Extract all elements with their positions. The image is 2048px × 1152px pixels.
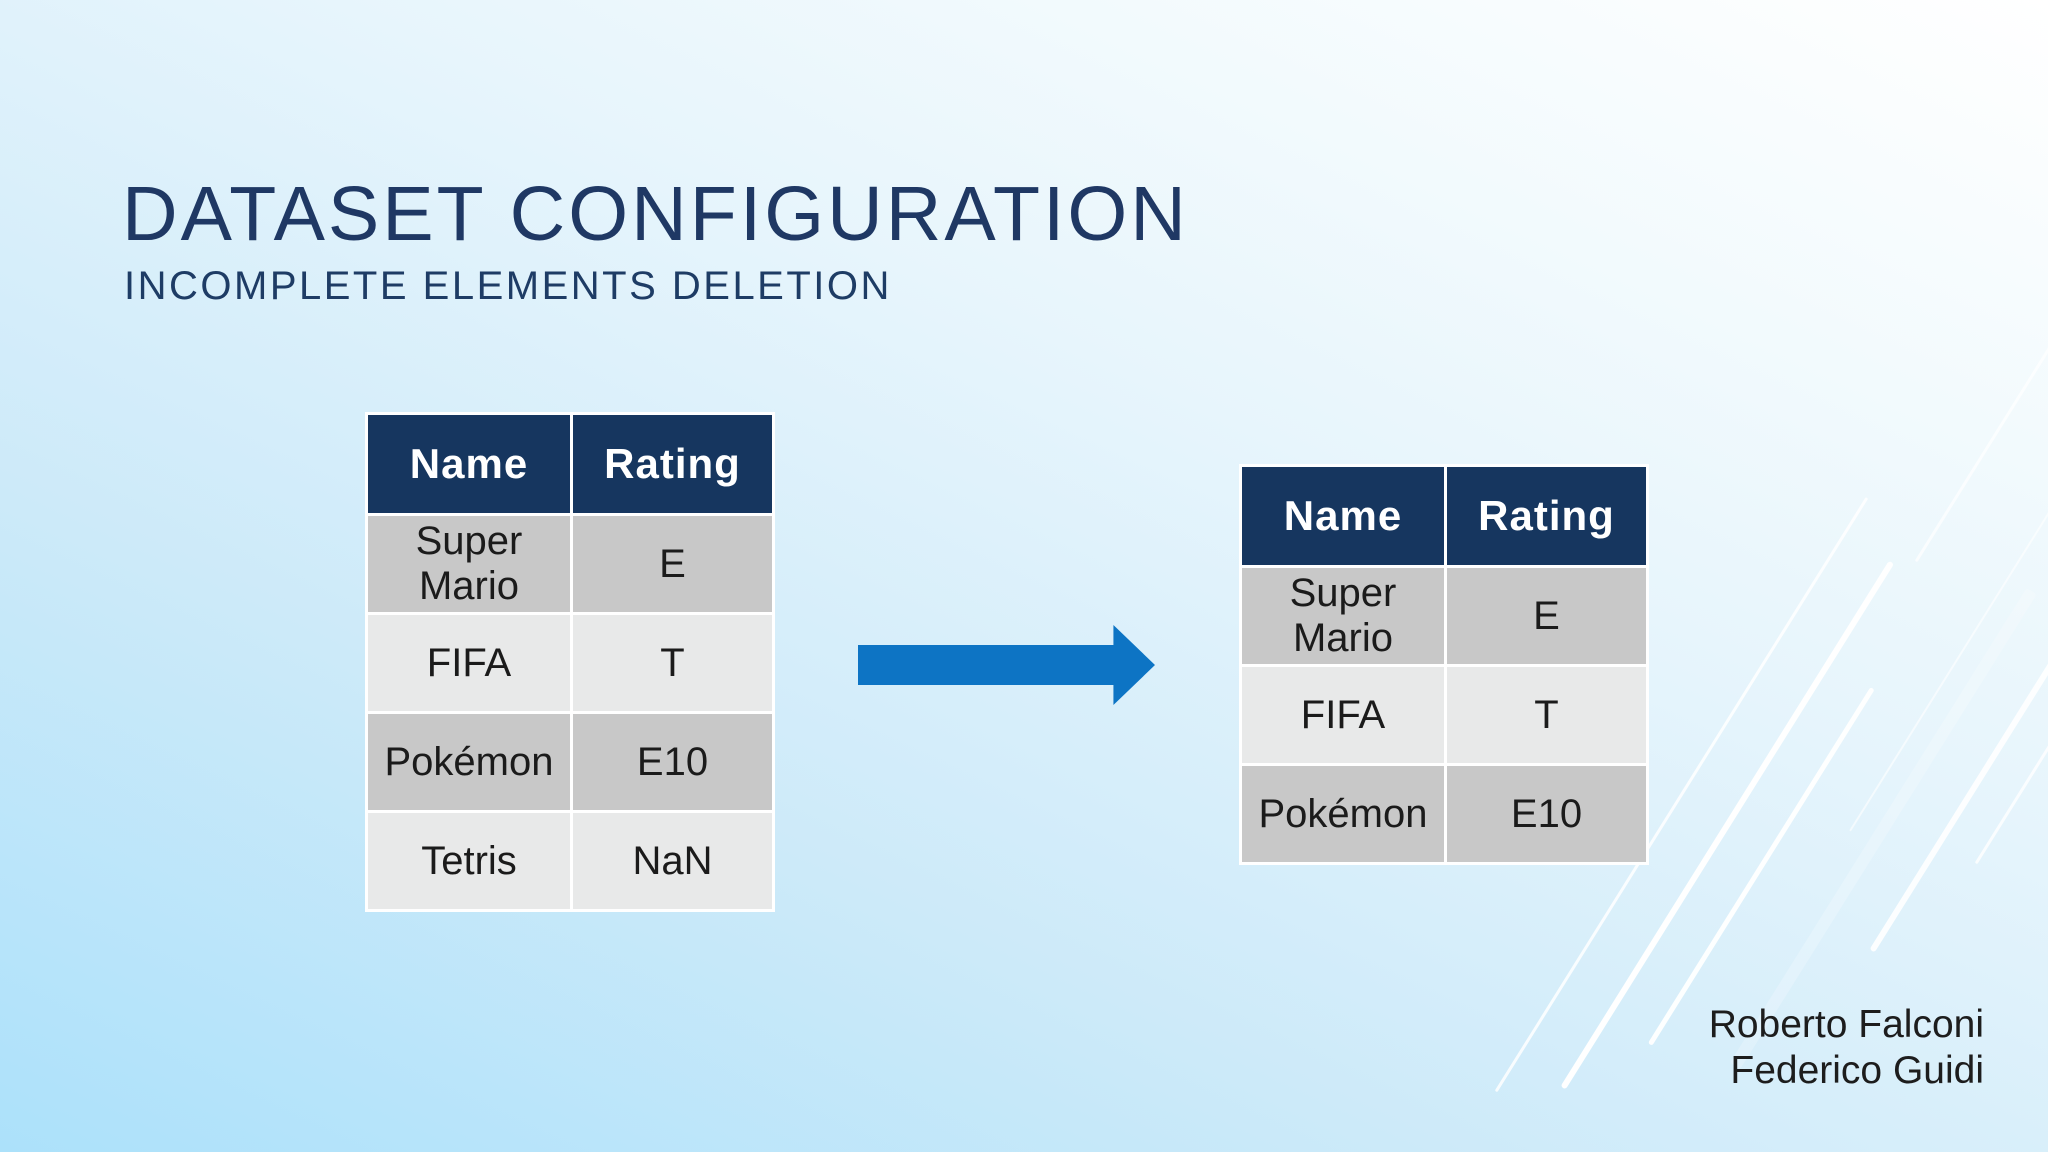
table-cell-rating: T	[1447, 667, 1646, 763]
attribution-author-1: Roberto Falconi	[1708, 1003, 1984, 1046]
table-cell-name: Super Mario	[368, 516, 570, 612]
attribution-author-2: Federico Guidi	[1730, 1049, 1984, 1093]
diagonal-line	[1849, 389, 2048, 832]
table-cell-rating: T	[573, 615, 772, 711]
table-after-deletion: Name Rating Super Mario E FIFA T Pokémon…	[1239, 464, 1649, 865]
table-cell-name: Pokémon	[1242, 766, 1444, 862]
column-header-rating: Rating	[573, 415, 772, 513]
slide-title: DATASET CONFIGURATION	[122, 171, 1189, 257]
table-cell-name: FIFA	[368, 615, 570, 711]
table-cell-name: Pokémon	[368, 714, 570, 810]
column-header-rating: Rating	[1447, 467, 1646, 565]
diagonal-line	[1914, 340, 2048, 563]
table-cell-name: FIFA	[1242, 667, 1444, 763]
diagonal-line	[1647, 686, 1875, 1046]
column-header-name: Name	[1242, 467, 1444, 565]
table-before-deletion: Name Rating Super Mario E FIFA T Pokémon…	[365, 412, 775, 912]
table-cell-rating: E10	[573, 714, 772, 810]
table-cell-rating: E	[573, 516, 772, 612]
diagonal-line	[1729, 587, 2037, 1070]
column-header-name: Name	[368, 415, 570, 513]
table-cell-name: Tetris	[368, 813, 570, 909]
right-arrow-shape	[858, 625, 1155, 705]
diagonal-line	[1974, 582, 2048, 865]
diagonal-line	[1869, 593, 2048, 953]
table-cell-rating: E10	[1447, 766, 1646, 862]
slide-subtitle: INCOMPLETE ELEMENTS DELETION	[124, 264, 892, 308]
table-cell-name: Super Mario	[1242, 568, 1444, 664]
table-cell-rating: NaN	[573, 813, 772, 909]
attribution: Roberto Falconi Federico Guidi	[1709, 1002, 1984, 1094]
table-cell-rating: E	[1447, 568, 1646, 664]
